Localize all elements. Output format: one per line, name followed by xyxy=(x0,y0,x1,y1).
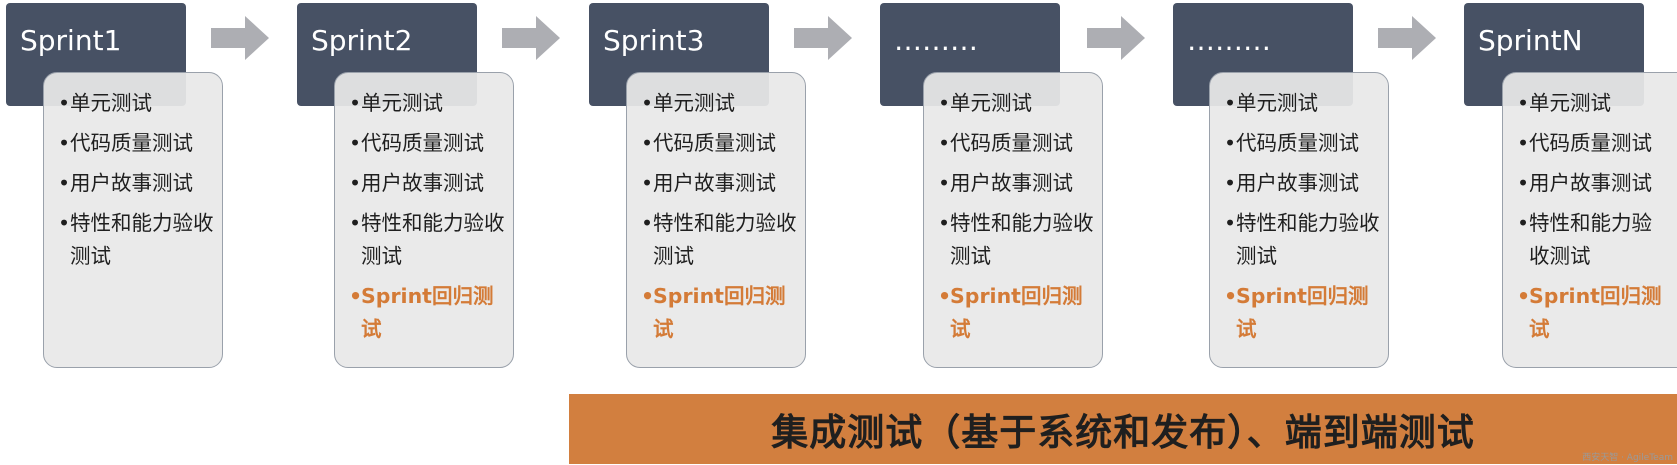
list-item: 代码质量测试 xyxy=(349,127,507,160)
list-item: 特性和能力验收测试 xyxy=(58,207,216,273)
sprint-title: ……… xyxy=(1187,24,1271,57)
right-arrow-icon xyxy=(502,14,562,62)
list-item: 特性和能力验收测试 xyxy=(1517,207,1671,273)
list-item-regression: Sprint回归测试 xyxy=(349,280,507,346)
list-item: 代码质量测试 xyxy=(1224,127,1382,160)
list-item: 单元测试 xyxy=(58,87,216,120)
list-item: 单元测试 xyxy=(641,87,799,120)
sprint-card: 单元测试 代码质量测试 用户故事测试 特性和能力验收测试 Sprint回归测试 xyxy=(1502,72,1677,368)
test-list: 单元测试 代码质量测试 用户故事测试 特性和能力验收测试 Sprint回归测试 xyxy=(335,73,513,346)
list-item-regression: Sprint回归测试 xyxy=(1517,280,1671,346)
sprint-block-3: Sprint3 单元测试 代码质量测试 用户故事测试 特性和能力验收测试 Spr… xyxy=(589,0,809,380)
sprint-block-4: ……… 单元测试 代码质量测试 用户故事测试 特性和能力验收测试 Sprint回… xyxy=(880,0,1103,380)
list-item: 用户故事测试 xyxy=(349,167,507,200)
right-arrow-icon xyxy=(1087,14,1147,62)
list-item: 代码质量测试 xyxy=(1517,127,1671,160)
list-item: 特性和能力验收测试 xyxy=(641,207,799,273)
list-item: 特性和能力验收测试 xyxy=(349,207,507,273)
test-list: 单元测试 代码质量测试 用户故事测试 特性和能力验收测试 Sprint回归测试 xyxy=(924,73,1102,346)
sprint-block-1: Sprint1 单元测试 代码质量测试 用户故事测试 特性和能力验收测试 xyxy=(6,0,226,380)
list-item: 单元测试 xyxy=(938,87,1096,120)
list-item: 特性和能力验收测试 xyxy=(1224,207,1382,273)
test-list: 单元测试 代码质量测试 用户故事测试 特性和能力验收测试 Sprint回归测试 xyxy=(1210,73,1388,346)
list-item: 用户故事测试 xyxy=(1224,167,1382,200)
list-item: 用户故事测试 xyxy=(938,167,1096,200)
sprint-header: ……… xyxy=(880,3,1060,106)
list-item: 用户故事测试 xyxy=(641,167,799,200)
sprint-title: Sprint1 xyxy=(20,24,122,57)
list-item: 单元测试 xyxy=(1224,87,1382,120)
sprint-title: Sprint2 xyxy=(311,24,413,57)
right-arrow-icon xyxy=(211,14,271,62)
sprint-block-5: ……… 单元测试 代码质量测试 用户故事测试 特性和能力验收测试 Sprint回… xyxy=(1173,0,1393,380)
list-item: 单元测试 xyxy=(1517,87,1671,120)
list-item-regression: Sprint回归测试 xyxy=(938,280,1096,346)
test-list: 单元测试 代码质量测试 用户故事测试 特性和能力验收测试 Sprint回归测试 xyxy=(627,73,805,346)
sprint-card: 单元测试 代码质量测试 用户故事测试 特性和能力验收测试 xyxy=(43,72,223,368)
sprint-title: SprintN xyxy=(1478,24,1583,57)
right-arrow-icon xyxy=(794,14,854,62)
list-item: 特性和能力验收测试 xyxy=(938,207,1096,273)
test-list: 单元测试 代码质量测试 用户故事测试 特性和能力验收测试 Sprint回归测试 xyxy=(1503,73,1677,346)
watermark: 西安天智 · AgileTeam xyxy=(1582,453,1673,463)
sprint-card: 单元测试 代码质量测试 用户故事测试 特性和能力验收测试 Sprint回归测试 xyxy=(334,72,514,368)
list-item: 用户故事测试 xyxy=(58,167,216,200)
sprint-card: 单元测试 代码质量测试 用户故事测试 特性和能力验收测试 Sprint回归测试 xyxy=(923,72,1103,368)
integration-test-banner: 集成测试（基于系统和发布）、端到端测试 xyxy=(569,394,1677,464)
list-item-regression: Sprint回归测试 xyxy=(641,280,799,346)
list-item-regression: Sprint回归测试 xyxy=(1224,280,1382,346)
list-item: 单元测试 xyxy=(349,87,507,120)
list-item: 代码质量测试 xyxy=(58,127,216,160)
sprint-title: Sprint3 xyxy=(603,24,705,57)
list-item: 用户故事测试 xyxy=(1517,167,1671,200)
sprint-block-2: Sprint2 单元测试 代码质量测试 用户故事测试 特性和能力验收测试 Spr… xyxy=(297,0,517,380)
banner-label: 集成测试（基于系统和发布）、端到端测试 xyxy=(771,411,1475,454)
sprint-card: 单元测试 代码质量测试 用户故事测试 特性和能力验收测试 Sprint回归测试 xyxy=(626,72,806,368)
test-list: 单元测试 代码质量测试 用户故事测试 特性和能力验收测试 xyxy=(44,73,222,273)
list-item: 代码质量测试 xyxy=(938,127,1096,160)
list-item: 代码质量测试 xyxy=(641,127,799,160)
sprint-title: ……… xyxy=(894,24,978,57)
sprint-card: 单元测试 代码质量测试 用户故事测试 特性和能力验收测试 Sprint回归测试 xyxy=(1209,72,1389,368)
sprint-block-n: SprintN 单元测试 代码质量测试 用户故事测试 特性和能力验收测试 Spr… xyxy=(1464,0,1677,380)
right-arrow-icon xyxy=(1378,14,1438,62)
